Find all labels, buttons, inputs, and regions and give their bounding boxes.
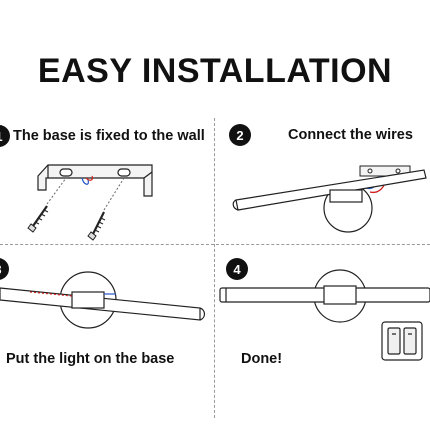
light-bar-icon	[0, 271, 206, 329]
screw-icon	[27, 205, 106, 241]
step-1-text: The base is fixed to the wall	[13, 128, 205, 144]
step-3-text: Put the light on the base	[6, 351, 175, 367]
step-4-badge: 4	[226, 258, 248, 280]
light-switch-icon	[381, 321, 423, 361]
step-2-badge: 2	[229, 124, 251, 146]
step-1-badge: 1	[0, 125, 10, 147]
horizontal-divider	[0, 244, 430, 245]
light-bar-icon	[219, 269, 430, 323]
wall-bracket-icon	[37, 164, 153, 197]
step-4-text: Done!	[241, 351, 283, 367]
step-3-badge: 3	[0, 258, 9, 280]
vertical-divider	[214, 118, 215, 418]
light-bar-icon	[232, 169, 427, 233]
page-title: EASY INSTALLATION	[37, 52, 393, 90]
step-2-text: Connect the wires	[288, 127, 413, 143]
